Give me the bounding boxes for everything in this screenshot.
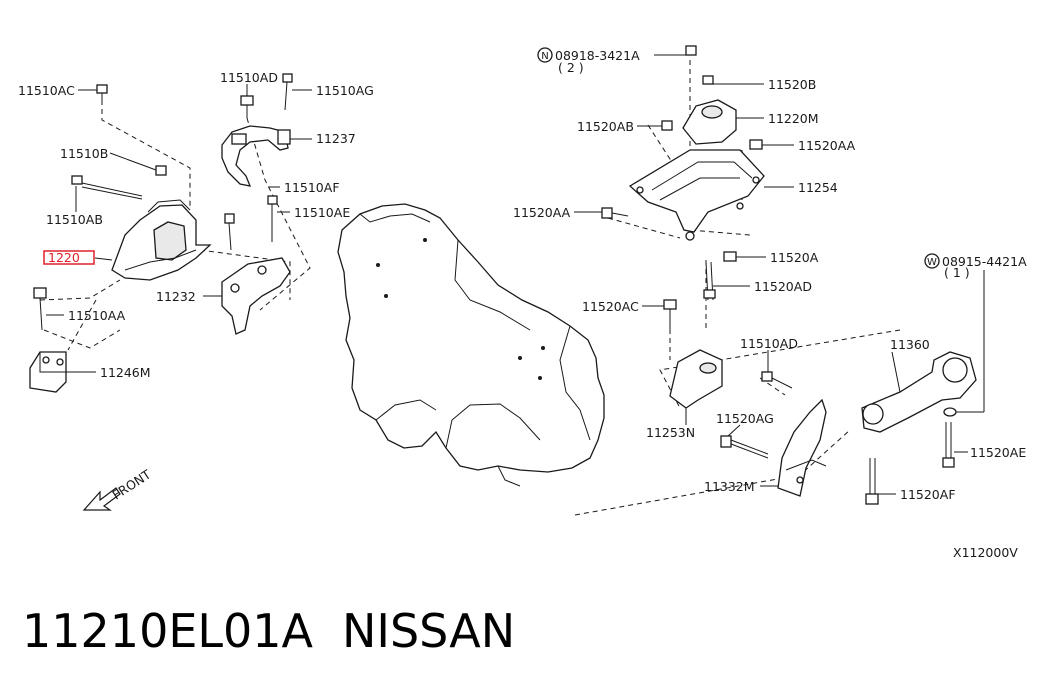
label-11520AC: 11520AC: [582, 299, 639, 314]
label-11510AB: 11510AB: [46, 212, 103, 227]
bolt-11510AD-top: [240, 95, 254, 118]
caption-brand: NISSAN: [342, 604, 515, 658]
bracket-11253N: [669, 349, 723, 409]
bracket-11254: [628, 149, 765, 241]
engine-block: [337, 203, 605, 487]
label-11520AB: 11520AB: [577, 119, 634, 134]
stopper-11246M: [29, 351, 67, 393]
label-11510AF: 11510AF: [284, 180, 340, 195]
label-11246M: 11246M: [100, 365, 151, 380]
w-marker-icon: W: [924, 253, 940, 269]
nut-08918: [685, 45, 697, 56]
bracket-11332M: [777, 398, 827, 497]
label-11510B: 11510B: [60, 146, 108, 161]
bolt-11520AC: [663, 299, 677, 330]
bolt-11520AB: [661, 120, 673, 131]
bolt-11520AE: [942, 422, 955, 468]
label-11520AA-left: 11520AA: [513, 205, 571, 220]
bracket-11237: [221, 125, 291, 187]
label-front: FRONT: [109, 466, 153, 502]
mount-insulator-11220: [111, 199, 212, 281]
label-08918-qty: ( 2 ): [558, 60, 584, 75]
label-08918-3421A: 08918-3421A: [555, 48, 640, 63]
bolt-11510AC: [96, 84, 108, 104]
bolt-11510AG: [282, 73, 293, 111]
bolt-11510AF: [224, 213, 235, 251]
label-11510AD-top: 11510AD: [220, 70, 278, 85]
label-11510AA: 11510AA: [68, 308, 126, 323]
label-11360: 11360: [890, 337, 930, 352]
label-reference-code: X112000V: [953, 545, 1018, 560]
label-11520A: 11520A: [770, 250, 819, 265]
bolt-11510AB: [71, 175, 143, 200]
part-labels: 11510AC 11510AD 11510AG 11237 11510B 115…: [18, 48, 1027, 560]
nut-11520B: [702, 75, 714, 85]
caption-part-number: 11210EL01A: [22, 604, 314, 658]
nut-11510B: [155, 165, 167, 176]
label-11510AG: 11510AG: [316, 83, 374, 98]
washer-08915: [943, 407, 957, 417]
bolt-11520AG: [720, 435, 769, 459]
bolt-11520AA-left: [601, 207, 629, 219]
svg-text:N: N: [541, 51, 548, 62]
bolt-11520AA-top: [749, 139, 763, 150]
label-11220: 1220: [48, 250, 80, 265]
label-11520AA-top: 11520AA: [798, 138, 856, 153]
label-11232: 11232: [156, 289, 196, 304]
label-08915-qty: ( 1 ): [944, 265, 970, 280]
label-11254: 11254: [798, 180, 838, 195]
bolt-11520AF: [865, 458, 879, 505]
bolt-11510AA: [33, 287, 47, 331]
label-11510AE: 11510AE: [294, 205, 350, 220]
svg-text:W: W: [927, 257, 937, 268]
label-11332M: 11332M: [704, 479, 755, 494]
nut-11520A: [723, 251, 737, 262]
bolt-11510AD-bottom: [761, 371, 793, 389]
mount-11220M: [682, 99, 737, 145]
callout-lines: [46, 54, 985, 495]
bolt-11510AE: [267, 195, 278, 242]
torque-rod-11360: [861, 351, 977, 433]
n-marker-icon: N: [537, 47, 553, 63]
label-11520B: 11520B: [768, 77, 816, 92]
front-arrow-icon: [82, 487, 121, 511]
label-11520AG: 11520AG: [716, 411, 774, 426]
bracket-11232: [221, 257, 291, 335]
label-11520AE: 11520AE: [970, 445, 1026, 460]
highlight-box-11220: [43, 250, 95, 265]
label-11253N: 11253N: [646, 425, 695, 440]
label-11510AC: 11510AC: [18, 83, 75, 98]
label-11237: 11237: [316, 131, 356, 146]
label-11510AD-bottom: 11510AD: [740, 336, 798, 351]
label-11220M: 11220M: [768, 111, 819, 126]
label-08915-4421A: 08915-4421A: [942, 254, 1027, 269]
label-11520AF: 11520AF: [900, 487, 956, 502]
stud-11520AD: [703, 261, 716, 301]
label-11520AD: 11520AD: [754, 279, 812, 294]
